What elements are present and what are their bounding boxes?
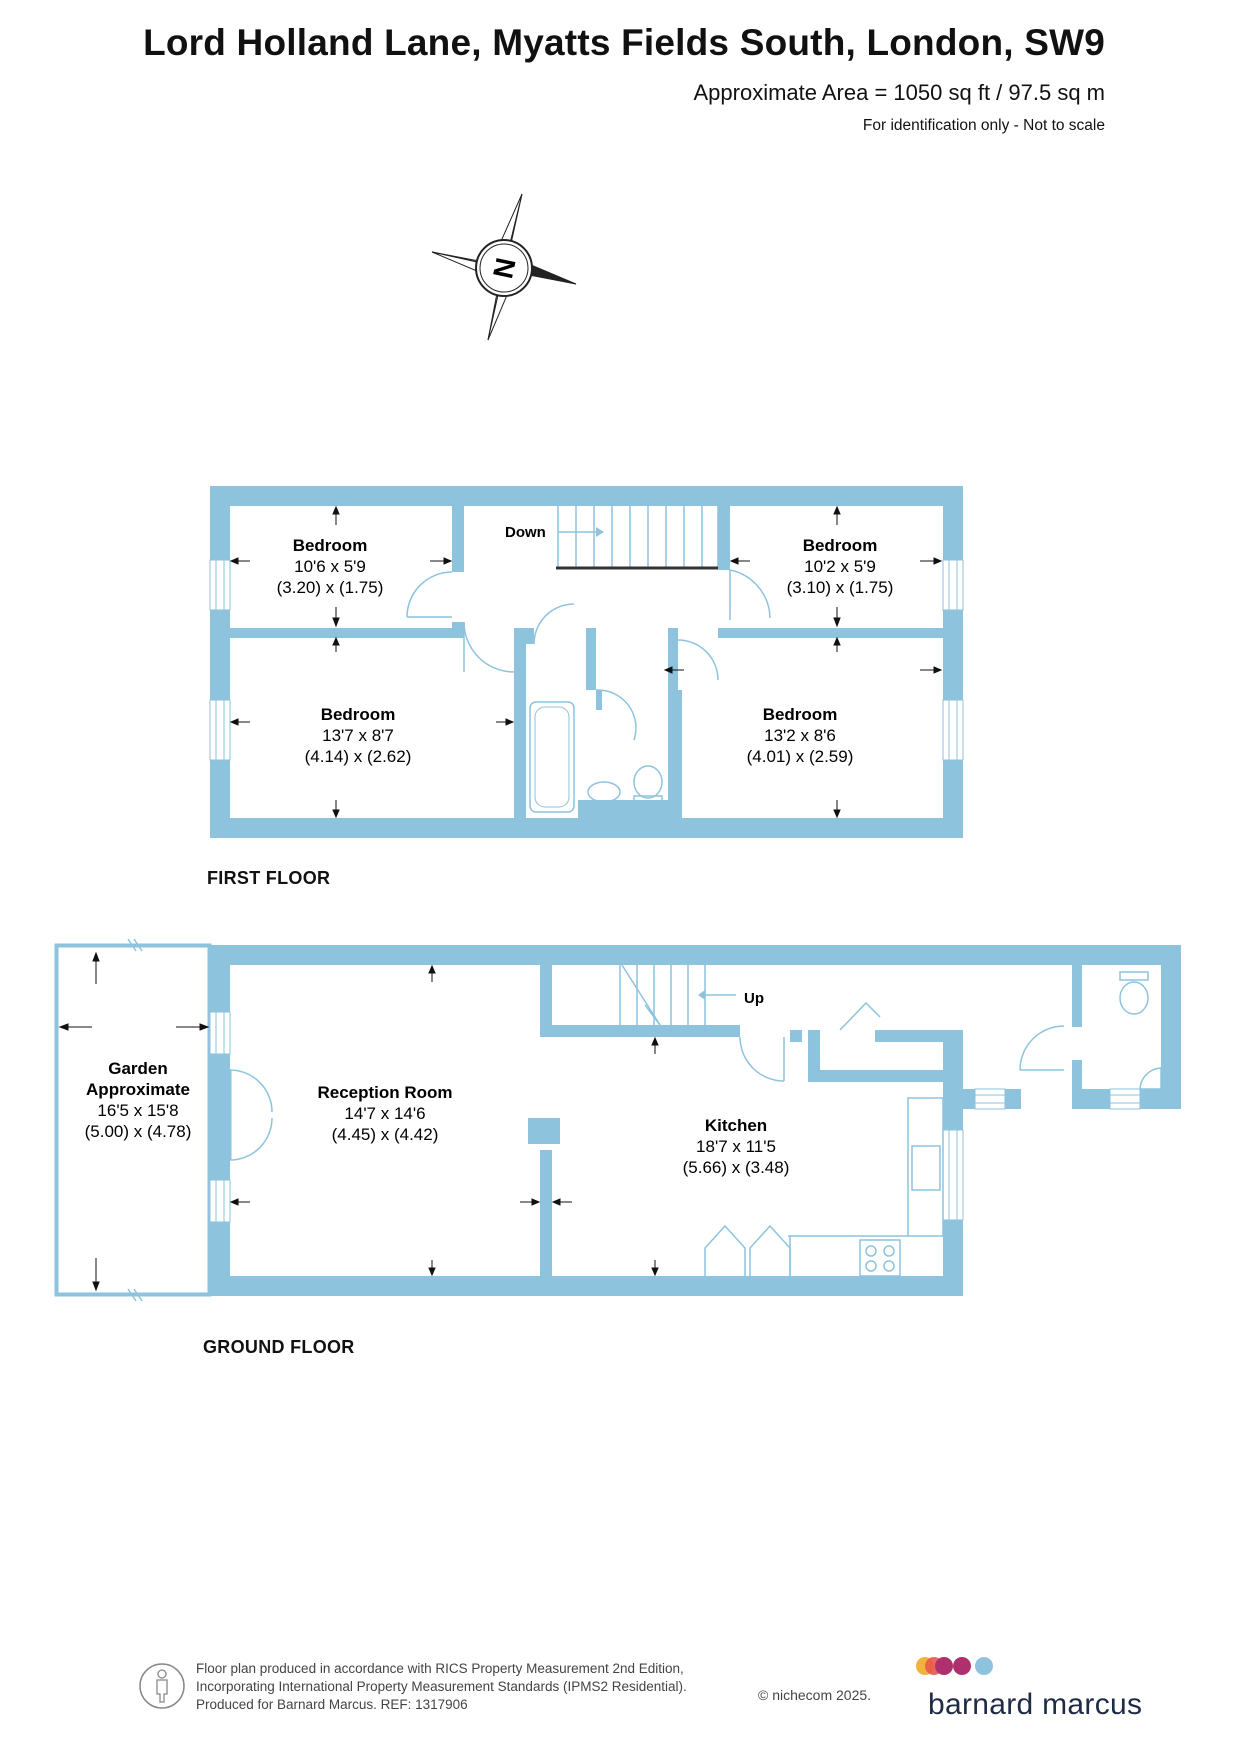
room-garden: Garden Approximate 16'5 x 15'8 (5.00) x …	[85, 1059, 192, 1141]
footer-line-3: Produced for Barnard Marcus. REF: 131790…	[196, 1697, 468, 1712]
room-dimensions-metric: (4.01) x (2.59)	[747, 747, 854, 766]
room-name: Bedroom	[803, 536, 878, 555]
room-dimensions-metric: (3.10) x (1.75)	[787, 578, 894, 597]
room-bedroom-3: Bedroom 13'7 x 8'7 (4.14) x (2.62)	[305, 705, 412, 766]
room-dimensions-imperial: 10'2 x 5'9	[804, 557, 876, 576]
room-name: Bedroom	[763, 705, 838, 724]
room-dimensions-metric: (5.00) x (4.78)	[85, 1122, 192, 1141]
stairs-down-label: Down	[505, 524, 546, 541]
person-scale-icon	[139, 1663, 185, 1709]
brand-logo-icon	[916, 1657, 993, 1675]
room-bedroom-2: Bedroom 10'2 x 5'9 (3.10) x (1.75)	[787, 536, 894, 597]
first-floor-label: FIRST FLOOR	[207, 868, 331, 888]
room-dimensions-metric: (4.45) x (4.42)	[332, 1125, 439, 1144]
north-compass-icon: N	[431, 193, 577, 341]
first-floor-plan	[209, 486, 964, 838]
property-title: Lord Holland Lane, Myatts Fields South, …	[143, 22, 1105, 63]
copyright-notice: © nichecom 2025.	[758, 1687, 872, 1703]
room-bedroom-4: Bedroom 13'2 x 8'6 (4.01) x (2.59)	[747, 705, 854, 766]
room-name: Bedroom	[293, 536, 368, 555]
footer-statement: Floor plan produced in accordance with R…	[196, 1660, 687, 1714]
room-dimensions-metric: (3.20) x (1.75)	[277, 578, 384, 597]
room-dimensions-imperial: 13'7 x 8'7	[322, 726, 394, 745]
ground-floor-plan	[54, 938, 1181, 1302]
approximate-area: Approximate Area = 1050 sq ft / 97.5 sq …	[693, 80, 1105, 105]
room-dimensions-metric: (4.14) x (2.62)	[305, 747, 412, 766]
room-name: Garden	[108, 1059, 168, 1078]
ground-floor-label: GROUND FLOOR	[203, 1337, 355, 1357]
room-dimensions-imperial: 10'6 x 5'9	[294, 557, 366, 576]
room-kitchen: Kitchen 18'7 x 11'5 (5.66) x (3.48)	[683, 1116, 790, 1177]
room-dimensions-imperial: 13'2 x 8'6	[764, 726, 836, 745]
stairs-up-label: Up	[744, 990, 764, 1007]
room-dimensions-imperial: 16'5 x 15'8	[97, 1101, 178, 1120]
room-bedroom-1: Bedroom 10'6 x 5'9 (3.20) x (1.75)	[277, 536, 384, 597]
identification-note: For identification only - Not to scale	[862, 117, 1105, 134]
footer-line-1: Floor plan produced in accordance with R…	[196, 1661, 684, 1676]
brand-name: barnard marcus	[928, 1688, 1143, 1721]
room-name: Bedroom	[321, 705, 396, 724]
footer-line-2: Incorporating International Property Mea…	[196, 1679, 687, 1694]
room-reception: Reception Room 14'7 x 14'6 (4.45) x (4.4…	[317, 1083, 452, 1144]
room-name: Kitchen	[705, 1116, 767, 1135]
room-dimensions-imperial: 14'7 x 14'6	[344, 1104, 425, 1123]
room-name-line2: Approximate	[86, 1080, 190, 1099]
room-dimensions-imperial: 18'7 x 11'5	[696, 1137, 776, 1156]
room-dimensions-metric: (5.66) x (3.48)	[683, 1158, 790, 1177]
room-name: Reception Room	[317, 1083, 452, 1102]
